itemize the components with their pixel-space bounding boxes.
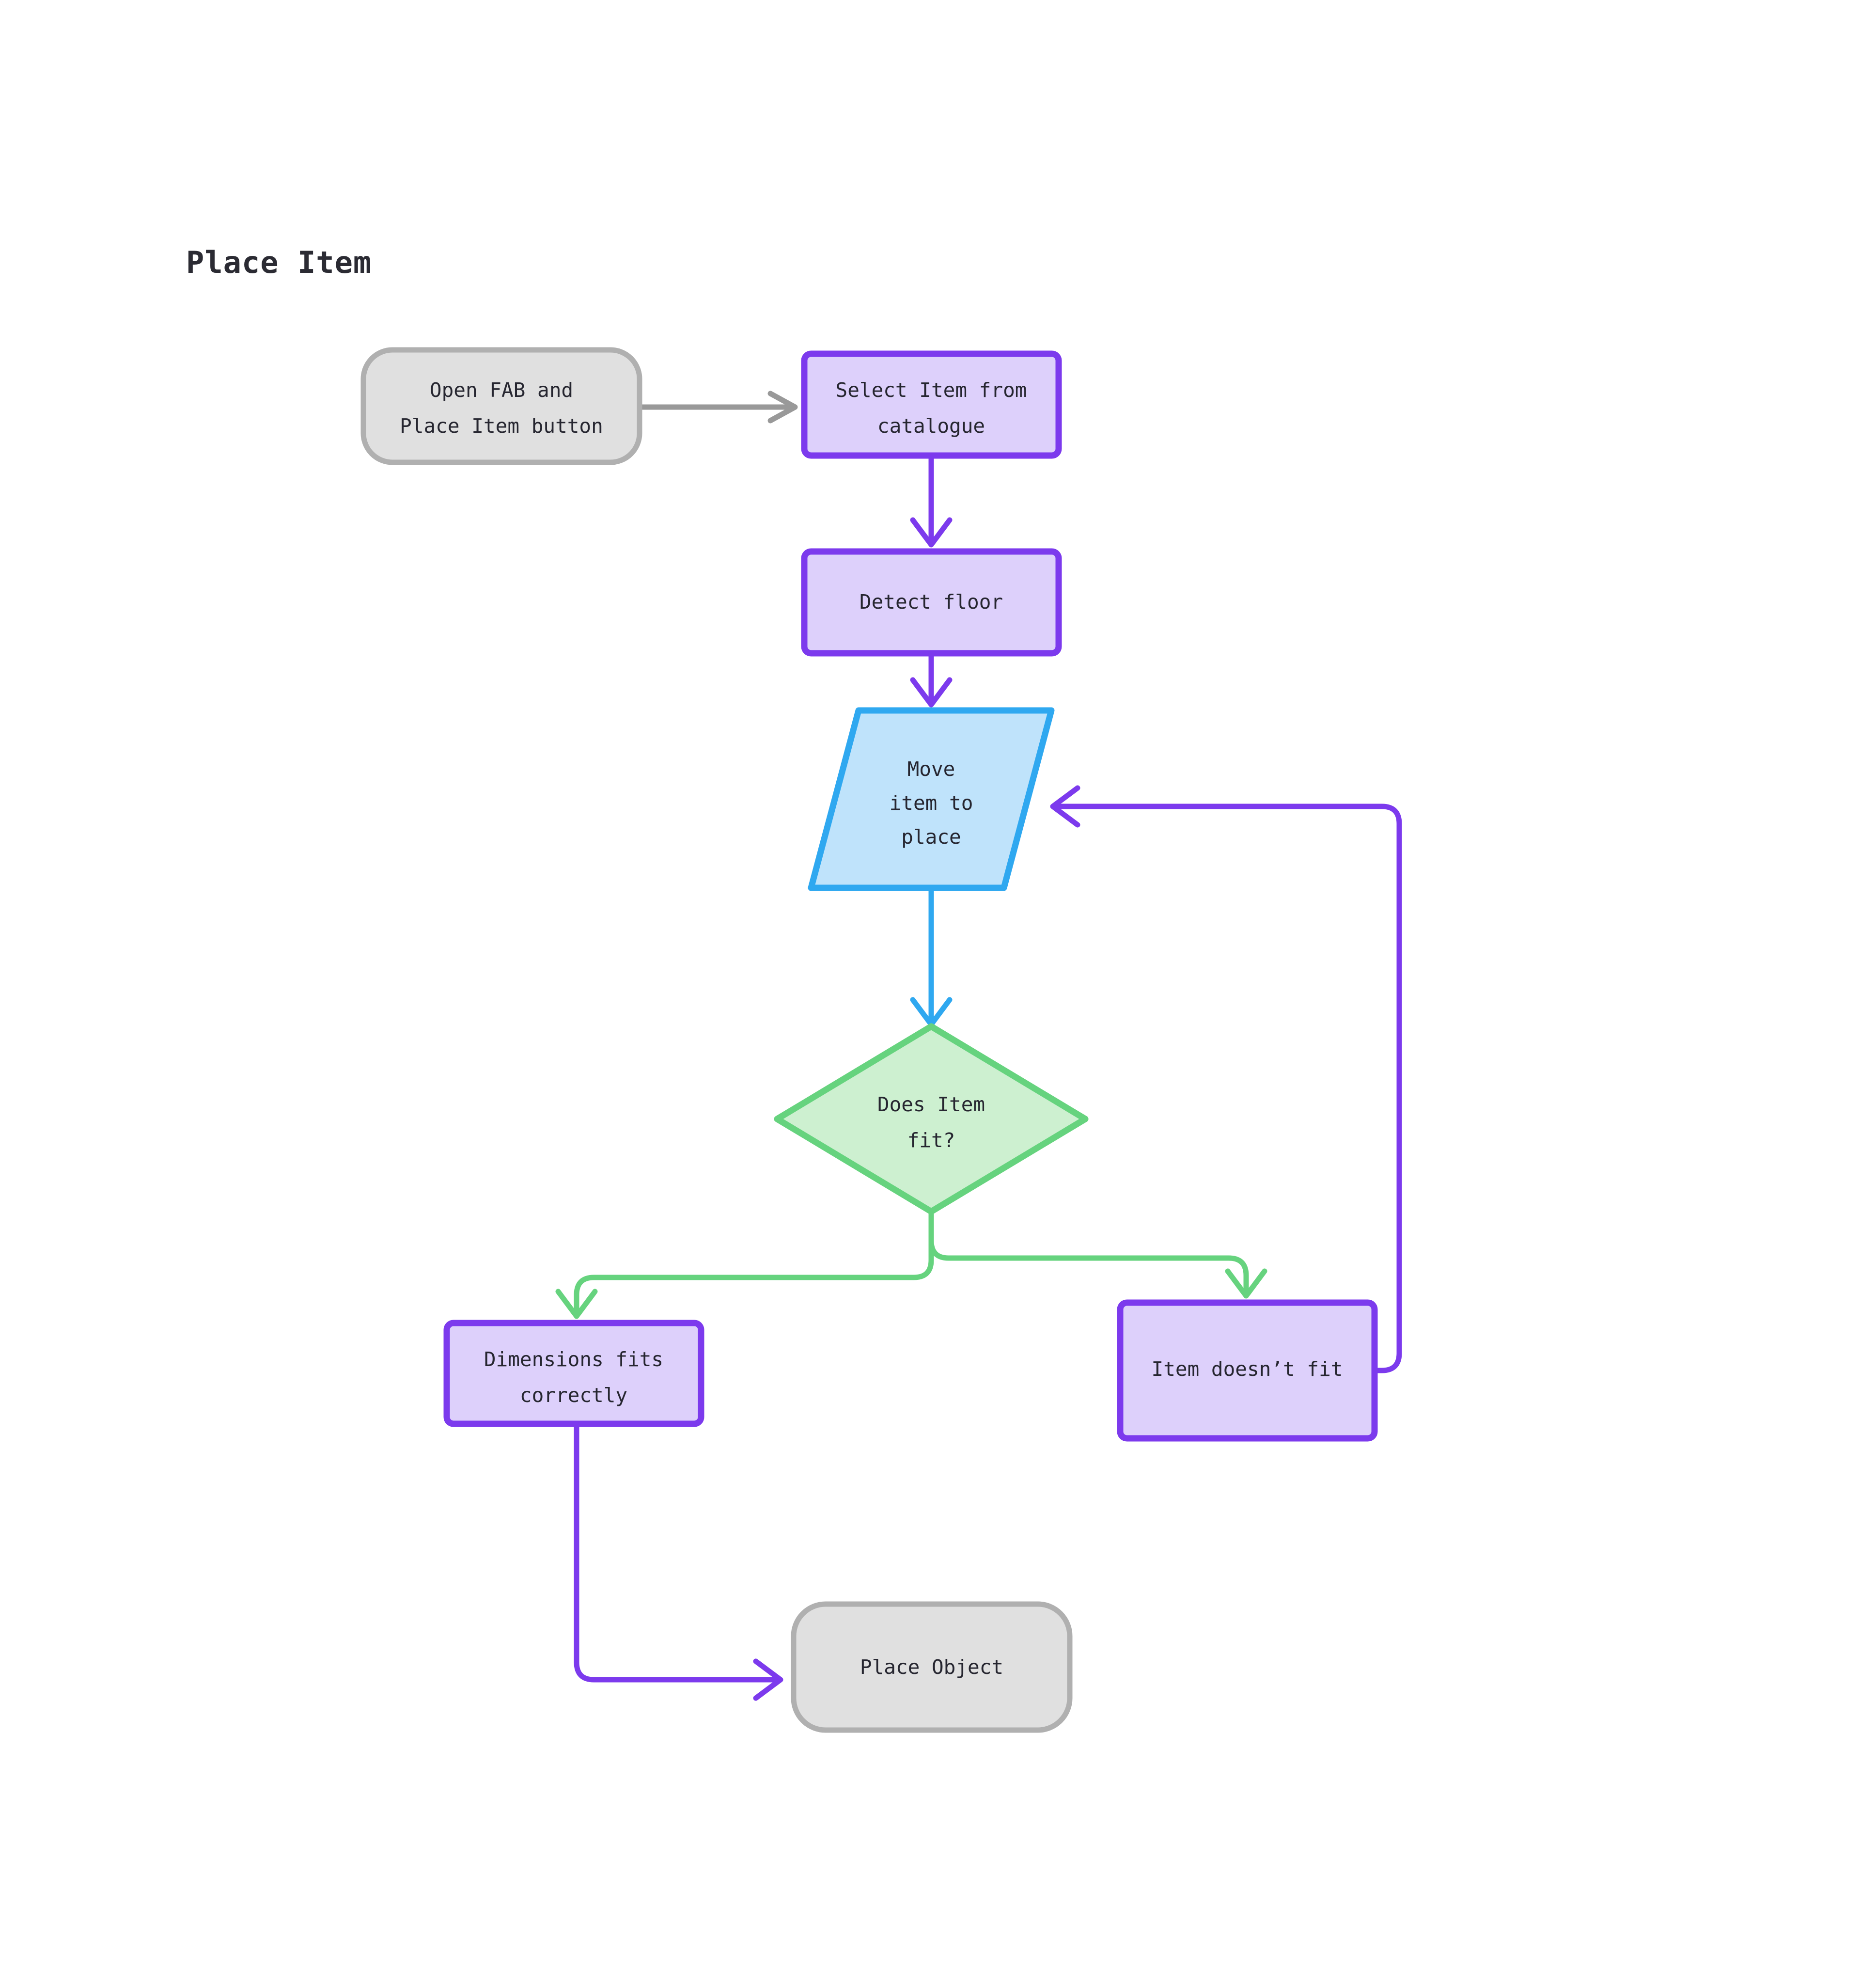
node-item-doesnt-fit-shape[interactable] xyxy=(1117,1299,1378,1442)
node-move-item-shape[interactable] xyxy=(808,707,1055,891)
edge-does-item-fit-to-dimensions-fit xyxy=(555,1209,934,1319)
node-place-object-label-line-1: Place Object xyxy=(860,1655,1003,1679)
node-item-doesnt-fit-label-line-1: Item doesn’t fit xyxy=(1152,1357,1343,1381)
node-item-doesnt-fit[interactable]: Item doesn’t fit xyxy=(1117,1299,1378,1442)
page-title: Place Item xyxy=(186,245,372,280)
edge-does-item-fit-to-item-doesnt-fit xyxy=(928,1209,1267,1299)
node-move-item-label-line-3: place xyxy=(901,825,961,849)
edge-move-item-to-does-item-fit xyxy=(910,888,953,1027)
node-dimensions-fit-label-line-1: Dimensions fits xyxy=(484,1348,663,1371)
node-select-item-label-line-2: catalogue xyxy=(877,414,985,438)
node-does-item-fit-shape[interactable] xyxy=(774,1023,1089,1215)
node-detect-floor[interactable]: Detect floor xyxy=(801,548,1062,657)
edge-select-item-to-detect-floor xyxy=(910,453,953,548)
node-move-item-label-line-1: Move xyxy=(907,757,955,781)
edge-dimensions-fit-to-place-object xyxy=(574,1421,783,1701)
node-open-fab-label-line-1: Open FAB and xyxy=(430,378,573,402)
node-dimensions-fit[interactable]: Dimensions fits correctly xyxy=(443,1320,704,1427)
node-does-item-fit-label-line-2: fit? xyxy=(907,1129,955,1152)
node-select-item-label-line-1: Select Item from xyxy=(836,378,1027,402)
node-place-object-shape[interactable] xyxy=(791,1601,1073,1733)
node-select-item[interactable]: Select Item from catalogue xyxy=(801,350,1062,459)
edge-detect-floor-to-move-item xyxy=(910,650,953,708)
edge-item-doesnt-fit-to-move-item xyxy=(1050,785,1402,1373)
node-select-item-shape[interactable] xyxy=(801,350,1062,459)
node-open-fab-shape[interactable] xyxy=(360,347,642,465)
node-open-fab-label-line-2: Place Item button xyxy=(400,414,603,438)
node-detect-floor-shape[interactable] xyxy=(801,548,1062,657)
node-does-item-fit[interactable]: Does Item fit? xyxy=(774,1023,1089,1215)
node-open-fab[interactable]: Open FAB and Place Item button xyxy=(360,347,642,465)
edge-open-fab-to-select-item xyxy=(639,391,798,424)
node-detect-floor-label-line-1: Detect floor xyxy=(860,590,1003,614)
node-move-item[interactable]: Move item to place xyxy=(808,707,1055,891)
node-dimensions-fit-shape[interactable] xyxy=(443,1320,704,1427)
node-move-item-label-line-2: item to xyxy=(890,791,973,815)
node-place-object[interactable]: Place Object xyxy=(791,1601,1073,1733)
node-dimensions-fit-label-line-2: correctly xyxy=(520,1384,627,1407)
node-does-item-fit-label-line-1: Does Item xyxy=(877,1093,985,1116)
